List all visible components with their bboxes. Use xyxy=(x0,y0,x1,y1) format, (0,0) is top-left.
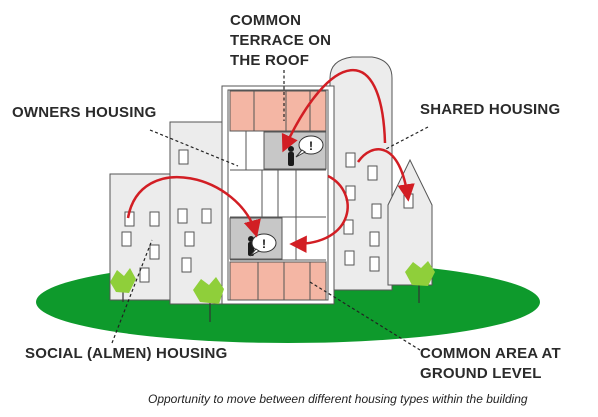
shared-housing-windows xyxy=(343,152,382,272)
social-housing-windows xyxy=(121,211,160,283)
leader-social-housing xyxy=(111,239,153,344)
tree-icon-left xyxy=(110,268,136,302)
arrow-shared-to-gabled xyxy=(356,148,415,202)
ground-common-area xyxy=(229,261,327,301)
caption: Opportunity to move between different ho… xyxy=(148,392,528,406)
speech-bubble-symbol-upper: ! xyxy=(309,139,313,153)
arrow-social-to-lower-common xyxy=(126,175,261,238)
speech-bubble-symbol-lower: ! xyxy=(262,237,266,251)
leader-lines xyxy=(111,70,429,351)
arrow-upper-to-lower-common xyxy=(289,174,349,253)
speech-bubble-icon-lower: ! xyxy=(249,233,277,257)
speech-bubble-icon-upper: ! xyxy=(295,135,324,158)
shared-housing-building xyxy=(329,56,393,291)
label-social-housing: SOCIAL (ALMEN) HOUSING xyxy=(25,345,228,362)
owners-housing-windows xyxy=(177,149,212,273)
tree-icon-middle xyxy=(193,277,224,322)
leader-shared-housing xyxy=(383,126,429,151)
roof-terrace xyxy=(229,90,327,132)
label-shared-housing: SHARED HOUSING xyxy=(420,101,561,118)
label-owners-housing: OWNERS HOUSING xyxy=(12,104,157,121)
arrow-shared-to-upper-common xyxy=(281,68,387,153)
movement-arrows xyxy=(126,68,415,253)
leader-owners-housing xyxy=(149,129,239,167)
label-common-area: COMMON AREA AT GROUND LEVEL xyxy=(420,345,561,382)
person-icon-upper xyxy=(288,146,294,166)
tree-icon-right xyxy=(405,261,435,303)
label-common-terrace: COMMON TERRACE ON THE ROOF xyxy=(230,12,332,69)
